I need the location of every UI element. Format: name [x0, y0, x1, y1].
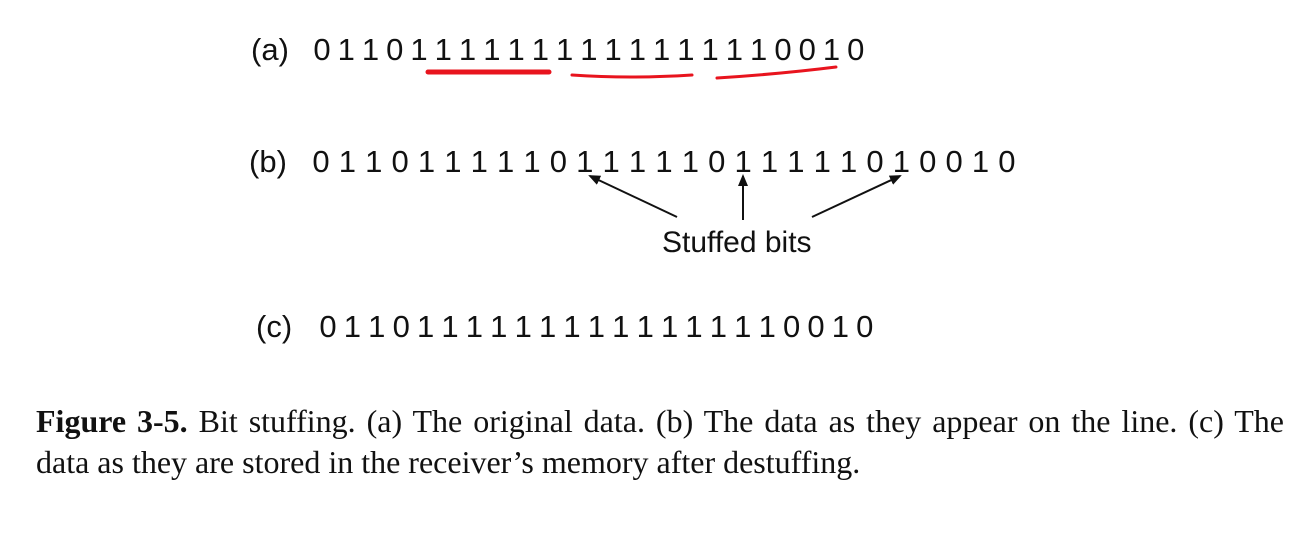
bit: 0	[313, 32, 331, 67]
bit: 1	[636, 309, 654, 344]
row-b-label: (b)	[249, 144, 287, 179]
bit: 1	[787, 144, 805, 179]
bit: 0	[998, 144, 1016, 179]
bit: 0	[774, 32, 792, 67]
bit: 1	[602, 144, 620, 179]
arrow-stuffed-bit-1	[588, 175, 678, 218]
bit: 0	[945, 144, 963, 179]
bit: 1	[839, 144, 858, 179]
bit: 1	[677, 32, 695, 67]
bit: 0	[391, 144, 409, 179]
bit: 0	[807, 309, 825, 344]
bit: 1	[417, 144, 436, 179]
bit: 1	[681, 144, 699, 179]
bit: 1	[470, 144, 488, 179]
bit: 1	[628, 144, 647, 179]
bit: 1	[434, 32, 452, 67]
bit: 1	[416, 309, 435, 344]
bit: 0	[866, 144, 884, 179]
bit: 0	[312, 144, 330, 179]
bit: 1	[758, 309, 776, 344]
bit: 0	[386, 32, 404, 67]
bit: 1	[368, 309, 386, 344]
arrow-stuffed-bit-3	[811, 175, 902, 218]
bit: 1	[831, 309, 850, 344]
bit: 1	[685, 309, 703, 344]
bit: 1	[458, 32, 477, 67]
bit: 1	[441, 309, 459, 344]
bit: 1	[343, 309, 362, 344]
figure-number: Figure 3-5.	[36, 403, 188, 439]
bit: 0	[708, 144, 726, 179]
bit: 0	[847, 32, 865, 67]
bit: 1	[660, 309, 679, 344]
bit: 0	[549, 144, 568, 179]
bit: 1	[483, 32, 501, 67]
bit: 1	[750, 32, 768, 67]
bit: 1	[760, 144, 779, 179]
bit: 1	[507, 32, 525, 67]
bit: 0	[392, 309, 410, 344]
bit: 1	[653, 32, 671, 67]
bit: 1	[580, 32, 598, 67]
bit: 1	[365, 144, 383, 179]
bit: 1	[971, 144, 990, 179]
bit: 1	[563, 309, 581, 344]
caption-text: Bit stuffing. (a) The original data. (b)…	[36, 403, 1285, 480]
row-a-label: (a)	[251, 32, 289, 67]
bit: 1	[531, 32, 549, 67]
bit: 1	[604, 32, 622, 67]
bit: 1	[538, 309, 557, 344]
bit: 1	[892, 144, 910, 179]
bit: 1	[338, 144, 356, 179]
bit: 0	[782, 309, 801, 344]
bit: 0	[319, 309, 337, 344]
figure-caption: Figure 3-5. Bit stuffing. (a) The origin…	[36, 401, 1284, 483]
bit: 1	[555, 32, 574, 67]
bit: 1	[612, 309, 630, 344]
bit: 1	[465, 309, 484, 344]
bit: 1	[701, 32, 719, 67]
bit: 1	[709, 309, 728, 344]
bit: 0	[798, 32, 816, 67]
bit: 1	[655, 144, 673, 179]
bit: 1	[490, 309, 508, 344]
stuffed-bits-label: Stuffed bits	[662, 226, 812, 259]
bit: 1	[725, 32, 744, 67]
bit: 1	[497, 144, 515, 179]
bit: 1	[734, 309, 752, 344]
underline-group-3	[715, 65, 838, 80]
bit: 1	[514, 309, 532, 344]
bit: 0	[856, 309, 874, 344]
bit: 1	[576, 144, 594, 179]
bit: 1	[587, 309, 606, 344]
bit: 1	[734, 144, 752, 179]
bit: 1	[444, 144, 462, 179]
bit: 1	[410, 32, 428, 67]
row-c-label: (c)	[256, 309, 293, 344]
bit: 1	[822, 32, 841, 67]
bit: 1	[813, 144, 831, 179]
bit: 1	[361, 32, 380, 67]
bit: 1	[337, 32, 355, 67]
bit: 1	[628, 32, 646, 67]
underline-group-2	[570, 73, 694, 79]
bit: 1	[523, 144, 541, 179]
bit: 0	[919, 144, 937, 179]
